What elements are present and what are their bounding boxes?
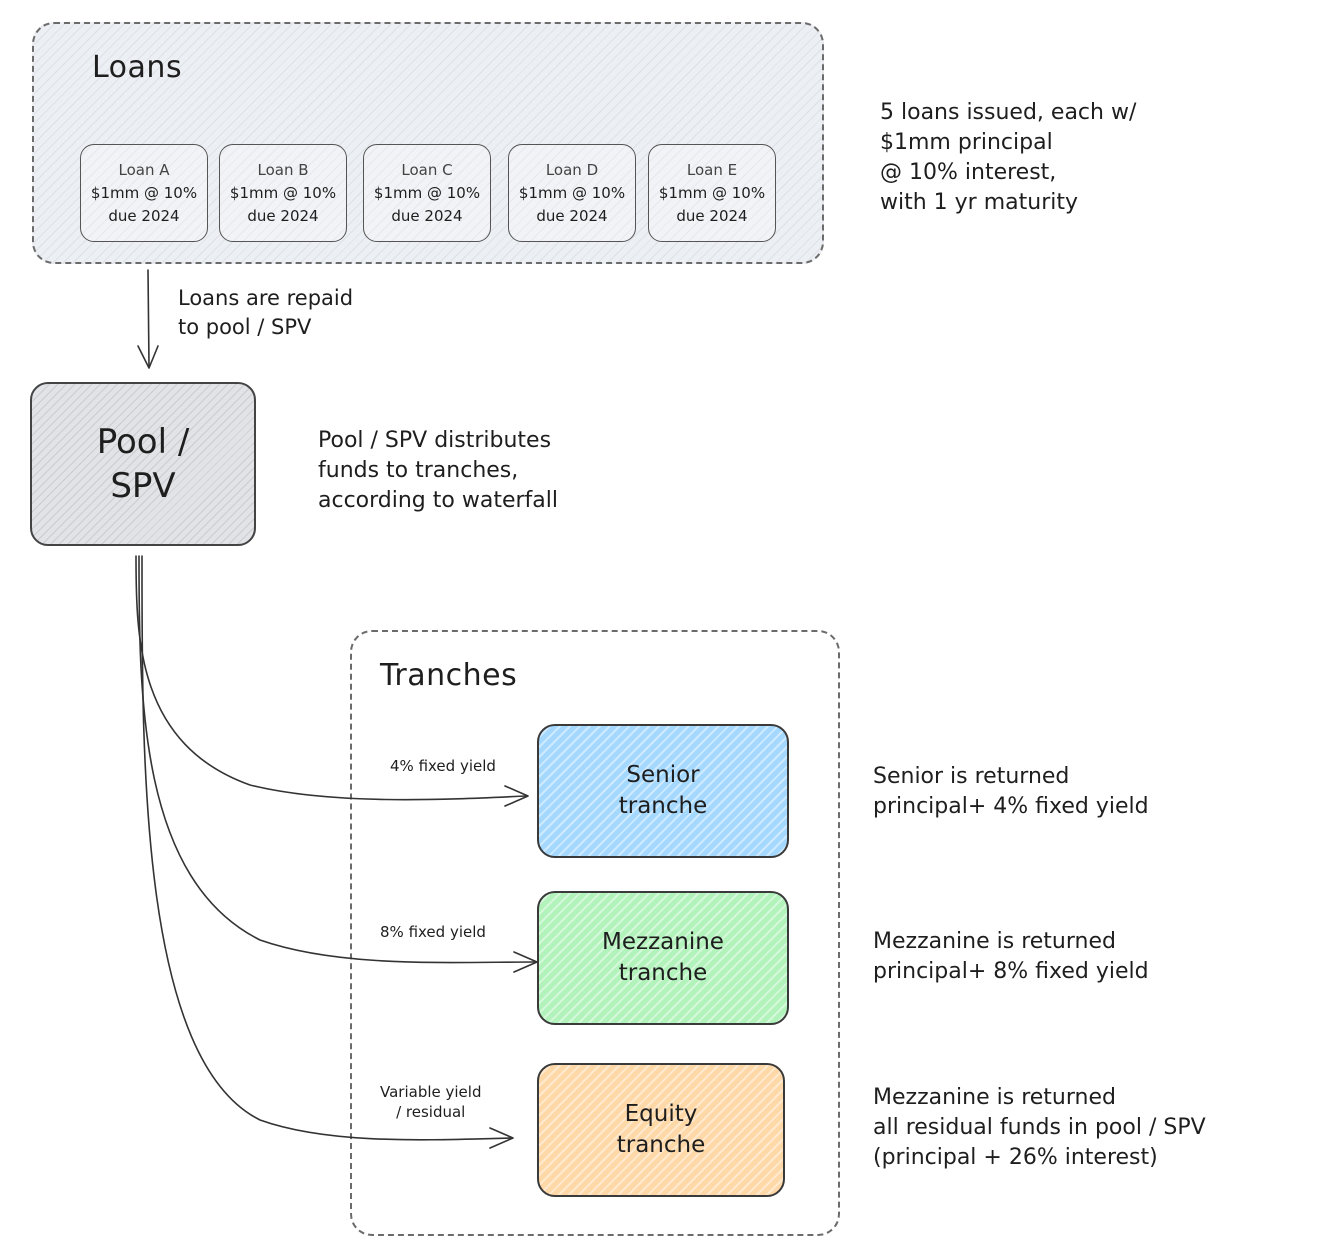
- loan-terms: $1mm @ 10%: [373, 183, 481, 202]
- loan-name: Loan D: [545, 160, 599, 179]
- equity-note-line: all residual funds in pool / SPV: [873, 1115, 1206, 1140]
- loan-due: due 2024: [108, 206, 180, 225]
- loan-card-c: Loan C $1mm @ 10% due 2024: [363, 144, 491, 242]
- repay-label-line: Loans are repaid: [178, 286, 354, 310]
- loan-due: due 2024: [676, 206, 748, 225]
- tranche-label-line: Senior: [626, 762, 700, 788]
- loan-due: due 2024: [536, 206, 608, 225]
- senior-note-line: Senior is returned: [873, 764, 1070, 789]
- pool-spv-box: Pool / SPV: [30, 382, 256, 546]
- equity-edge-label: Variable yield / residual: [380, 1082, 481, 1122]
- loan-due: due 2024: [391, 206, 463, 225]
- mezzanine-tranche-box: Mezzanine tranche: [537, 891, 789, 1025]
- loan-card-b: Loan B $1mm @ 10% due 2024: [219, 144, 347, 242]
- loan-name: Loan E: [686, 160, 738, 179]
- loan-card-e: Loan E $1mm @ 10% due 2024: [648, 144, 776, 242]
- loan-terms: $1mm @ 10%: [518, 183, 626, 202]
- loans-note-line: with 1 yr maturity: [880, 190, 1078, 215]
- equity-note-line: Mezzanine is returned: [873, 1085, 1116, 1110]
- tranche-label-line: tranche: [618, 960, 708, 986]
- pool-label-line: SPV: [110, 466, 176, 506]
- mezzanine-note-line: principal+ 8% fixed yield: [873, 959, 1149, 984]
- loans-group-title: Loans: [92, 50, 183, 85]
- equity-note-line: (principal + 26% interest): [873, 1145, 1158, 1170]
- tranche-label-line: tranche: [618, 793, 708, 819]
- loans-group: Loans Loan A $1mm @ 10% due 2024 Loan B …: [32, 22, 824, 264]
- edge-label-line: Variable yield: [380, 1083, 482, 1101]
- equity-tranche-box: Equity tranche: [537, 1063, 785, 1197]
- tranches-group-title: Tranches: [380, 658, 518, 693]
- pool-note-line: funds to tranches,: [318, 458, 519, 483]
- pool-note-line: according to waterfall: [318, 488, 558, 513]
- loan-terms: $1mm @ 10%: [90, 183, 198, 202]
- pool-label-line: Pool /: [96, 422, 190, 462]
- pool-note-line: Pool / SPV distributes: [318, 428, 552, 453]
- senior-tranche-box: Senior tranche: [537, 724, 789, 858]
- mezzanine-note: Mezzanine is returned principal+ 8% fixe…: [873, 927, 1149, 987]
- edge-label-line: / residual: [396, 1103, 466, 1121]
- loans-to-pool-arrowhead: [137, 345, 159, 369]
- mezzanine-edge-label: 8% fixed yield: [380, 922, 486, 942]
- loans-to-pool-arrow: [147, 269, 150, 367]
- loans-note-line: @ 10% interest,: [880, 160, 1057, 185]
- tranche-label-line: tranche: [616, 1132, 706, 1158]
- loans-note-line: 5 loans issued, each w/: [880, 100, 1137, 125]
- senior-note: Senior is returned principal+ 4% fixed y…: [873, 762, 1149, 822]
- repay-label-line: to pool / SPV: [178, 315, 312, 339]
- loan-due: due 2024: [247, 206, 319, 225]
- loan-name: Loan A: [118, 160, 170, 179]
- tranche-label-line: Mezzanine: [602, 929, 724, 955]
- senior-edge-label: 4% fixed yield: [390, 756, 496, 776]
- loan-name: Loan B: [257, 160, 309, 179]
- mezzanine-note-line: Mezzanine is returned: [873, 929, 1116, 954]
- loan-card-d: Loan D $1mm @ 10% due 2024: [508, 144, 636, 242]
- edge-label-line: 4% fixed yield: [390, 757, 496, 775]
- edge-label-line: 8% fixed yield: [380, 923, 486, 941]
- loans-note-line: $1mm principal: [880, 130, 1053, 155]
- loans-note: 5 loans issued, each w/ $1mm principal @…: [880, 98, 1136, 218]
- loan-terms: $1mm @ 10%: [229, 183, 337, 202]
- repay-label: Loans are repaid to pool / SPV: [178, 284, 353, 342]
- loan-name: Loan C: [401, 160, 453, 179]
- equity-note: Mezzanine is returned all residual funds…: [873, 1083, 1206, 1173]
- tranche-label-line: Equity: [624, 1101, 698, 1127]
- loan-terms: $1mm @ 10%: [658, 183, 766, 202]
- loan-card-a: Loan A $1mm @ 10% due 2024: [80, 144, 208, 242]
- pool-note: Pool / SPV distributes funds to tranches…: [318, 426, 558, 516]
- senior-note-line: principal+ 4% fixed yield: [873, 794, 1149, 819]
